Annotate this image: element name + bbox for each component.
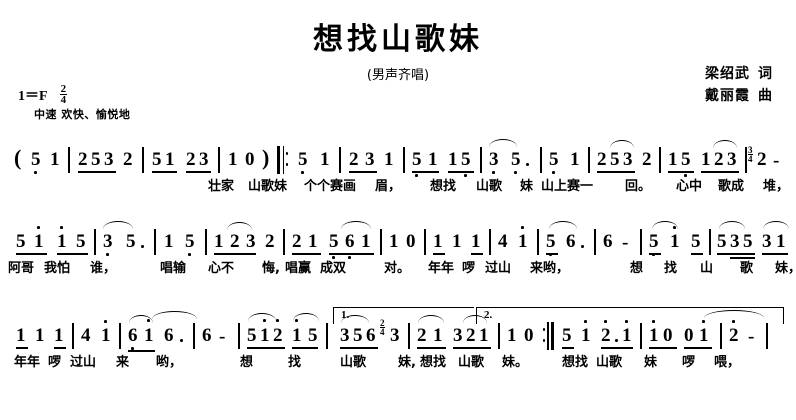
- composer-line: 戴丽霞曲: [705, 85, 772, 107]
- time-signature-numerator: 2: [59, 83, 68, 95]
- volta-bracket-1: [333, 307, 474, 324]
- time-signature: 2 4: [59, 83, 68, 106]
- lyrics-row-3: 年年啰 过山 来 哟， 想 找 山歌 妹,想找 山歌 妹。 想找山歌 妹 啰 喂…: [14, 355, 741, 370]
- stave-2-tail: [0, 232, 796, 262]
- lyricist-name: 梁绍武: [705, 66, 750, 82]
- stave-line-1-extra: [0, 132, 796, 208]
- composer-role: 曲: [758, 88, 772, 104]
- key-label: 1＝F: [18, 88, 48, 104]
- lyricist-line: 梁绍武词: [705, 63, 772, 85]
- volta-2-label: 2.: [484, 309, 493, 321]
- tempo-marking: 中速 欢快、愉悦地: [34, 108, 131, 121]
- lyrics-row-1: 壮家 山歌妹 个个赛画 眉， 想找 山歌 妹 山上赛一 回。 心中 歌成 堆，: [208, 179, 790, 194]
- notes-row-3: 1 1 1 4 1 6 1 6 6 - 512 1 5 x: [0, 310, 796, 358]
- composer-name: 戴丽霞: [705, 88, 750, 104]
- lyrics-row-2: 阿哥我怕 谁， 唱输 心不 悔,唱赢成双 对。 年年啰 过山 来哟， 想 找 山…: [8, 261, 796, 276]
- volta-1-label: 1.: [341, 309, 350, 321]
- page-title: 想找山歌妹: [313, 22, 483, 57]
- repeat-end-barline: [540, 322, 554, 350]
- subtitle: (男声齐唱): [366, 68, 430, 83]
- time-signature-denominator: 4: [60, 94, 67, 106]
- stave-line-3-tail: .: [0, 296, 796, 372]
- credits: 梁绍武词 戴丽霞曲: [705, 63, 772, 107]
- key-signature: 1＝F 2 4: [18, 83, 68, 106]
- lyricist-role: 词: [758, 66, 772, 82]
